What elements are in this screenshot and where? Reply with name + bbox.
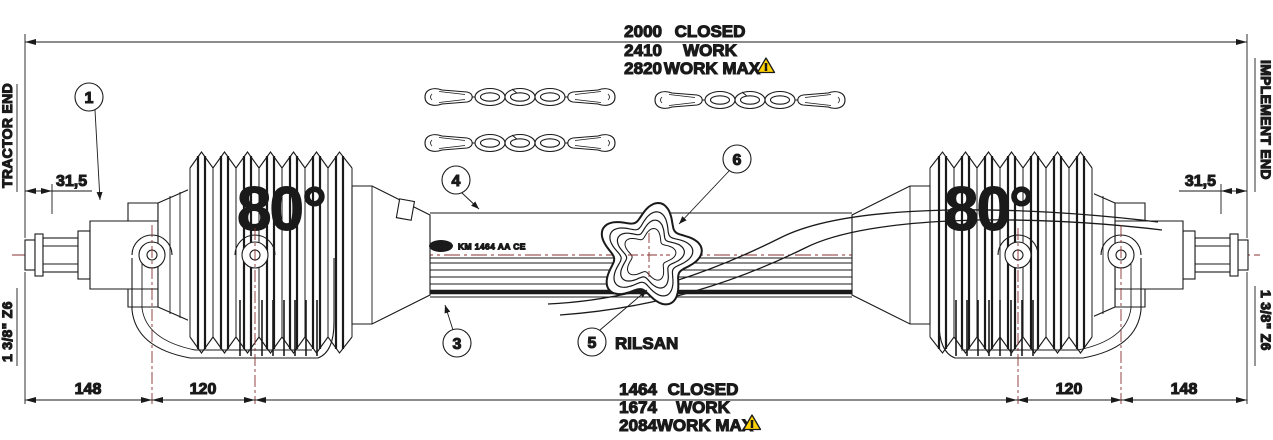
callout-5: 5 RILSAN <box>577 289 679 357</box>
callout-4-number: 4 <box>452 173 461 190</box>
dim-bottom-workmax-label: WORK MAX <box>657 416 754 435</box>
tube-marking-text: KM 1464 AA CE <box>458 242 526 252</box>
dim-top-work-label: WORK <box>683 41 738 60</box>
guard-cone-left <box>351 185 431 325</box>
safety-chain-3 <box>424 133 616 153</box>
dim-bottom-closed-label: CLOSED <box>668 380 739 399</box>
guard-cone-right <box>851 185 931 325</box>
dim-120-left: 120 <box>190 381 217 398</box>
tractor-stub-shaft <box>24 230 91 280</box>
dim-bottom-work-value: 1674 <box>619 398 657 417</box>
tractor-yoke <box>89 188 191 322</box>
star-centerline-cross <box>628 233 670 277</box>
tractor-spline-label: 1 3/8" Z6 <box>0 301 15 362</box>
callout-6-number: 6 <box>733 152 742 169</box>
callout-4: 4 <box>441 165 480 210</box>
implement-stub-shaft <box>1182 230 1249 280</box>
angle-label-left: 80° <box>237 175 325 244</box>
dim-top-workmax-value: 2820 <box>624 59 662 78</box>
dim-bottom-chain: 148 120 120 148 <box>25 380 1247 403</box>
dim-bottom-work-label: WORK <box>676 398 731 417</box>
tractor-end-label: TRACTOR END <box>0 83 15 188</box>
tube-marking: KM 1464 AA CE <box>429 240 526 252</box>
dim-top-workmax-label: WORK MAX <box>664 59 761 78</box>
dim-top-closed-label: CLOSED <box>675 22 746 41</box>
end-labels: TRACTOR END 1 3/8" Z6 IMPLEMENT END 1 3/… <box>0 58 1273 366</box>
dim-bottom-closed-value: 1464 <box>619 380 657 399</box>
rilsan-label: RILSAN <box>615 334 678 353</box>
safety-chains <box>424 87 846 153</box>
dim-top-closed-value: 2000 <box>624 22 662 41</box>
callout-6: 6 <box>678 144 752 225</box>
dim-bottom-workmax-value: 2084 <box>619 416 657 435</box>
callout-5-number: 5 <box>588 335 597 352</box>
dim-31-5-right: 31,5 <box>1185 173 1216 190</box>
star-tube-section <box>600 201 703 306</box>
dimensions: 2000 CLOSED 2410 WORK 2820 WORK MAX 148 … <box>24 21 1248 436</box>
implement-end-label: IMPLEMENT END <box>1258 60 1273 180</box>
dim-148-left: 148 <box>75 381 102 398</box>
callout-1: 1 <box>74 82 104 201</box>
callout-1-number: 1 <box>85 90 94 107</box>
dim-bottom-center: 1464 CLOSED 1674 WORK 2084 WORK MAX <box>619 379 762 436</box>
safety-chain-2 <box>654 90 846 110</box>
dim-offset-left: 31,5 <box>25 172 92 194</box>
dim-148-right: 148 <box>1171 381 1198 398</box>
implement-spline-label: 1 3/8" Z6 <box>1258 290 1273 351</box>
dim-120-right: 120 <box>1056 381 1083 398</box>
dim-31-5-left: 31,5 <box>56 173 87 190</box>
safety-chain-1 <box>424 87 616 107</box>
dim-top-work-value: 2410 <box>624 41 662 60</box>
callouts: 1 4 6 3 5 RILSAN <box>74 82 752 358</box>
brand-logo-icon <box>429 240 453 252</box>
tractor-end-assembly: 80° <box>24 148 431 359</box>
dim-top-overall: 2000 CLOSED 2410 WORK 2820 WORK MAX <box>25 21 1247 79</box>
callout-3-number: 3 <box>453 336 462 353</box>
callout-3: 3 <box>442 304 472 358</box>
dim-offset-right: 31,5 <box>1179 172 1247 194</box>
